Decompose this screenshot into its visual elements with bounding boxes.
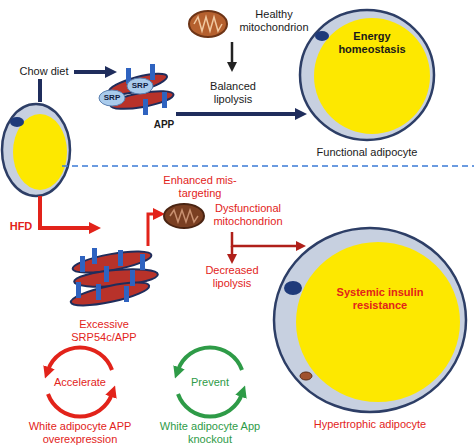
adipocyte-cell: Systemic insulin resistanceHypertrophic …	[272, 226, 468, 414]
er-srp-cluster	[162, 92, 167, 108]
mitochondrion	[300, 372, 312, 380]
mistargeting-arrow	[148, 214, 156, 246]
dysfunctional-mitochondrion	[164, 204, 204, 228]
annotation-label: APP	[150, 118, 178, 131]
annotation-label: Chow diet	[14, 64, 74, 79]
excessive-er-cluster	[69, 278, 151, 310]
er-srp-cluster	[143, 99, 148, 115]
annotation-label: SRP	[128, 81, 152, 91]
excessive-er-cluster	[80, 256, 85, 272]
healthy-mitochondrion	[189, 11, 227, 37]
excessive-er-cluster	[118, 250, 123, 266]
excessive-er-cluster	[92, 248, 97, 264]
down-arrow	[231, 42, 234, 64]
cell-caption: Functional adipocyte	[298, 146, 436, 159]
excessive-er-cluster	[130, 270, 135, 286]
cell-outline	[298, 8, 436, 142]
dysfunctional-mitochondrion	[164, 204, 204, 228]
lipid-droplet	[314, 18, 430, 134]
annotation-label: White adipocyte APP overexpression	[24, 420, 136, 446]
small-adipocyte	[10, 117, 24, 127]
cell-caption: Hypertrophic adipocyte	[272, 418, 468, 431]
annotation-label: Balanced lipolysis	[196, 80, 270, 106]
annotation-label: Prevent	[180, 376, 240, 389]
excessive-er-cluster	[124, 286, 129, 302]
er-srp-cluster	[127, 78, 153, 94]
nucleus	[315, 31, 329, 41]
cell-membrane	[274, 228, 466, 412]
decreased-arrow	[231, 246, 234, 256]
annotation-label: Healthy mitochondrion	[232, 8, 316, 34]
excessive-er-cluster	[76, 282, 81, 298]
cell-outline	[272, 226, 468, 414]
er-srp-cluster	[99, 64, 175, 115]
accelerate-cycle	[48, 394, 112, 417]
prevent-cycle	[178, 347, 242, 416]
annotation-label: White adipocyte App knockout	[154, 420, 266, 446]
annotation-label: Decreased lipolysis	[196, 264, 268, 290]
prevent-cycle	[178, 394, 242, 417]
cell-text: Systemic insulin resistance	[325, 286, 435, 312]
er-srp-cluster	[150, 64, 155, 80]
to-adipocyte-arrow	[176, 112, 298, 116]
separator	[62, 165, 474, 167]
annotation-label: Excessive SRP54c/APP	[52, 318, 156, 344]
accelerate-cycle	[48, 347, 112, 370]
cell-text: Energy homeostasis	[332, 30, 412, 56]
er-srp-cluster	[99, 90, 125, 106]
hfd-arrow	[40, 196, 92, 228]
healthy-mitochondrion	[189, 11, 227, 37]
to-hypertrophic-arrow	[232, 232, 298, 246]
excessive-er-cluster	[140, 254, 145, 270]
prevent-cycle	[178, 347, 242, 370]
excessive-er-cluster	[69, 247, 158, 310]
annotation-label: Accelerate	[50, 376, 110, 389]
dysfunctional-mitochondrion	[170, 210, 198, 222]
annotation-label: Enhanced mis-targeting	[158, 174, 242, 200]
healthy-mitochondrion	[194, 17, 222, 31]
excessive-er-cluster	[104, 266, 109, 282]
annotation-label: Dysfunctional mitochondrion	[206, 202, 290, 228]
cell-membrane	[300, 10, 434, 140]
excessive-er-cluster	[96, 284, 101, 300]
nucleus	[284, 281, 302, 295]
small-adipocyte	[2, 104, 70, 196]
small-adipocyte	[2, 104, 70, 196]
lipid-droplet	[296, 242, 460, 402]
annotation-label: HFD	[6, 220, 36, 233]
adipocyte-cell: Energy homeostasisFunctional adipocyte	[298, 8, 436, 142]
accelerate-cycle	[48, 347, 112, 416]
annotation-label: SRP	[100, 93, 124, 103]
